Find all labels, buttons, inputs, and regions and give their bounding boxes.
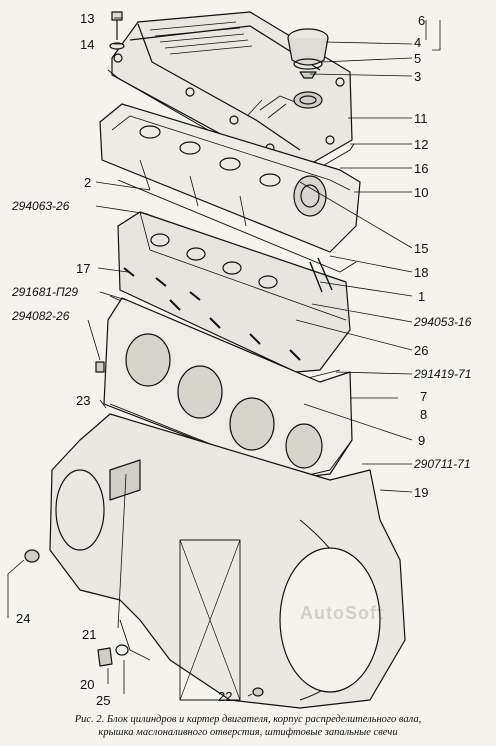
callout-17: 17 xyxy=(76,261,91,276)
callout-24: 24 xyxy=(16,611,31,626)
callout-2: 2 xyxy=(84,175,92,190)
caption-line-1: Рис. 2. Блок цилиндров и картер двигател… xyxy=(74,714,422,725)
callout-3: 3 xyxy=(414,69,422,84)
cover-bolt xyxy=(109,11,125,50)
figure-caption: Рис. 2. Блок цилиндров и картер двигател… xyxy=(12,713,484,739)
dowel-sleeve xyxy=(24,549,40,563)
callout-26: 26 xyxy=(414,343,429,358)
callout-21: 21 xyxy=(82,627,97,642)
callout-5: 5 xyxy=(414,51,422,66)
dowel-pin xyxy=(95,361,105,373)
cylinder-head xyxy=(117,211,351,373)
callout-294053-16: 294053-16 xyxy=(414,315,472,329)
callout-10: 10 xyxy=(414,185,429,200)
callout-19: 19 xyxy=(414,485,429,500)
callout-291681-p29: 291681-П29 xyxy=(12,285,79,299)
callout-18: 18 xyxy=(414,265,429,280)
callout-294063-26: 294063-26 xyxy=(12,199,70,213)
callout-9: 9 xyxy=(418,433,426,448)
callout-12: 12 xyxy=(414,137,429,152)
leader-lines xyxy=(7,17,441,697)
callout-7: 7 xyxy=(420,389,428,404)
callout-25: 25 xyxy=(96,693,111,708)
callout-16: 16 xyxy=(414,161,429,176)
callout-8: 8 xyxy=(420,407,428,422)
callout-294082-26: 294082-26 xyxy=(12,309,70,323)
caption-line-2: крышка маслоналивного отверстия, штифтов… xyxy=(98,727,398,738)
crankcase xyxy=(49,413,406,709)
callout-291419-71: 291419-71 xyxy=(414,367,472,381)
camshaft-housing xyxy=(99,103,361,253)
callout-13: 13 xyxy=(80,11,95,26)
callout-11: 11 xyxy=(414,111,428,126)
callout-15: 15 xyxy=(414,241,429,256)
callout-23: 23 xyxy=(76,393,91,408)
callout-22: 22 xyxy=(218,689,233,704)
callout-1: 1 xyxy=(418,289,426,304)
plug-pin xyxy=(252,687,264,697)
drain-plug xyxy=(97,644,129,667)
camshaft-housing-gasket xyxy=(117,179,357,273)
watermark: AutoSoft xyxy=(300,603,384,623)
cylinder-block xyxy=(103,297,353,479)
callout-290711-71: 290711-71 xyxy=(414,457,471,471)
callout-4: 4 xyxy=(414,35,422,50)
oil-filler-cap xyxy=(287,28,329,79)
callout-14: 14 xyxy=(80,37,95,52)
callout-20: 20 xyxy=(80,677,95,692)
callout-6: 6 xyxy=(418,13,426,28)
